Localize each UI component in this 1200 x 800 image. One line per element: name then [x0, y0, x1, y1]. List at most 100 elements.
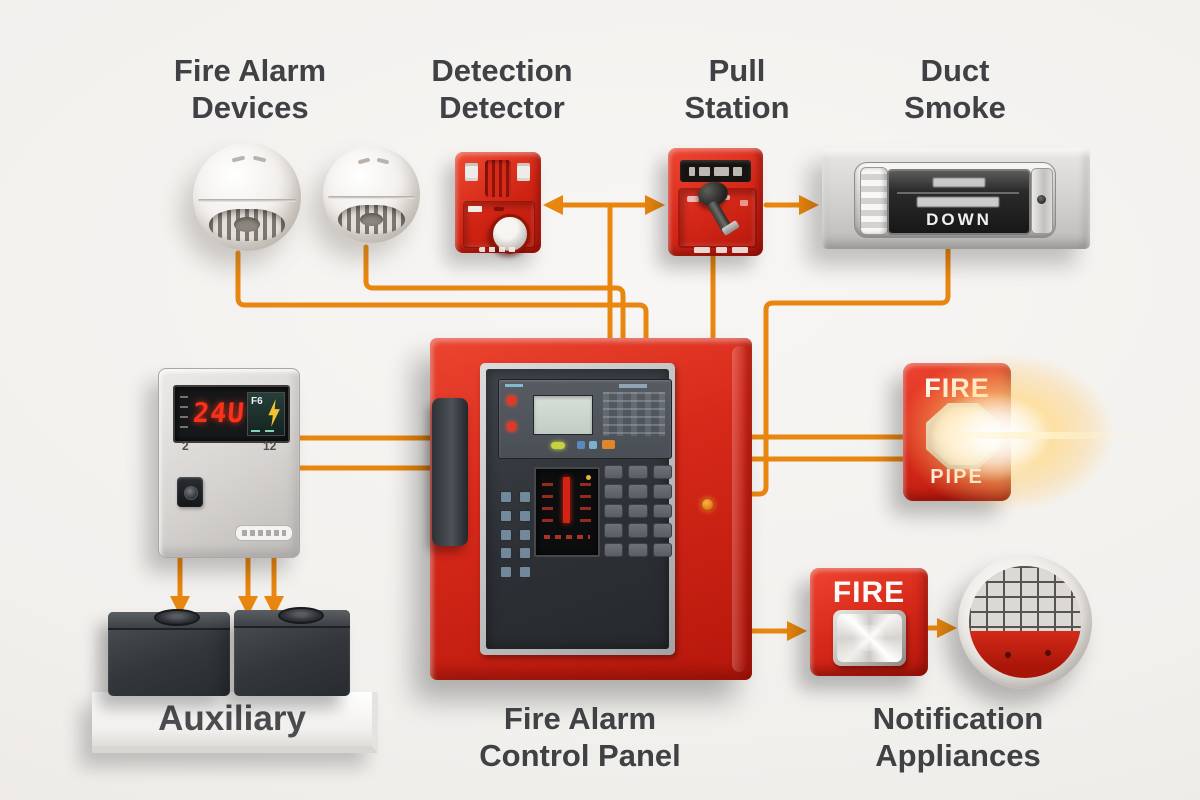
pull-station-device: [668, 148, 763, 256]
duct-end-cap: [1031, 168, 1053, 234]
smoke-detector-1: [193, 143, 301, 251]
band-glyph: [689, 167, 695, 176]
psu-voltage-readout: 24U: [191, 398, 247, 429]
wall-strobe-lens-frame: [833, 610, 906, 666]
band-glyph: [714, 167, 729, 176]
arrow-into-battery3-icon: [264, 596, 284, 616]
module-header-bar: [505, 384, 523, 387]
panel-top-module: [498, 379, 672, 459]
beacon-inner-disk: [969, 566, 1081, 678]
strobe-lens: [930, 407, 996, 465]
band-glyph: [699, 167, 710, 176]
label-line: Detector: [439, 90, 565, 125]
display-red-bar: [563, 477, 570, 523]
label-fire-alarm-devices: Fire Alarm Devices: [174, 52, 326, 126]
duct-text-blur: [933, 178, 985, 187]
wall-strobe: FIRE: [810, 568, 928, 676]
horn-strobe: FIRE PIPE: [903, 363, 1011, 501]
psu-display-ticks: [180, 396, 188, 432]
module-button: [577, 441, 585, 449]
arrow-into-duct-icon: [799, 195, 819, 215]
lightning-bolt-icon: [268, 399, 280, 427]
power-led-icon: [551, 442, 565, 449]
horn-fire-text: FIRE: [924, 373, 990, 403]
wall-strobe-lens: [837, 614, 902, 662]
beacon-grille: [969, 566, 1081, 631]
label-duct-smoke: Duct Smoke: [904, 52, 1006, 126]
label-line: Appliances: [875, 738, 1041, 773]
arrow-into-heat-icon: [543, 195, 563, 215]
heat-label-left: [465, 163, 478, 181]
panel-keypad: [604, 465, 672, 557]
duct-smoke-detector: DOWN: [822, 148, 1090, 249]
label-line: Fire Alarm: [503, 701, 657, 736]
label-line: Notification: [872, 701, 1044, 736]
psu-lcd-text: F6: [251, 396, 263, 407]
horn-bottom-text: PIPE: [930, 466, 984, 488]
module-button: [602, 440, 615, 449]
alarm-led-icon: [507, 396, 516, 405]
psu-sub-label-left: 2: [182, 439, 189, 453]
psu-sub-label-right: 12: [263, 439, 277, 453]
label-line: Pull: [708, 53, 766, 88]
panel-face: [486, 369, 672, 649]
label-line: Detection: [431, 53, 573, 88]
shelf-label: Auxiliary: [158, 699, 306, 738]
label-line: Duct: [920, 53, 990, 88]
heat-vents: [485, 160, 511, 197]
heat-bottom-strip: [479, 247, 517, 252]
detector-vent: [357, 157, 370, 164]
heat-inner-panel: [463, 201, 535, 254]
power-supply-panel: 24U F6 2 12: [158, 368, 300, 558]
heat-dash: [494, 207, 504, 211]
duct-window-glass: DOWN: [887, 169, 1031, 235]
psu-display: 24U F6: [173, 385, 290, 443]
arrow-into-pull-icon: [645, 195, 665, 215]
arrow-into-battery2-icon: [238, 596, 258, 616]
label-line: Control Panel: [479, 738, 681, 773]
beacon-screw: [1045, 650, 1051, 656]
wire-duct-to-panel: [734, 245, 951, 497]
label-line: Fire Alarm: [173, 53, 327, 88]
psu-keyswitch: [177, 477, 203, 507]
label-line: Smoke: [904, 90, 1006, 125]
beacon-red-band: [969, 630, 1081, 678]
label-fire-alarm-control-panel: Fire Alarm Control Panel: [479, 700, 681, 774]
panel-bezel: [480, 363, 675, 655]
label-pull-station: Pull Station: [684, 52, 789, 126]
psu-mini-lcd: F6: [247, 392, 285, 436]
wire-smoke1-to-panel: [235, 250, 649, 348]
panel-status-display: [534, 467, 600, 557]
zone-led-buttons: [500, 491, 532, 579]
detector-vent: [253, 155, 267, 163]
band-glyph: [733, 167, 742, 176]
display-yellow-led: [586, 475, 591, 480]
label-line: Station: [684, 90, 790, 125]
wire-paths: [177, 202, 951, 634]
module-header-bar: [619, 384, 647, 388]
duct-window-text: DOWN: [926, 210, 992, 229]
door-indicator-led: [701, 498, 714, 511]
alarm-bell-beacon: [958, 555, 1092, 689]
pull-mark: [740, 200, 748, 206]
duct-sampling-tube: [860, 167, 888, 235]
arrow-into-battery1-icon: [170, 596, 190, 616]
battery-1: [108, 609, 230, 696]
panel-door-handle: [432, 398, 468, 546]
wall-strobe-fire-text: FIRE: [832, 576, 906, 609]
label-detection-detector: Detection Detector: [431, 52, 572, 126]
label-line: Devices: [191, 90, 309, 125]
wire-arrows: [170, 195, 957, 641]
pull-title-band: [680, 160, 751, 182]
arrow-into-strobe-icon: [787, 621, 807, 641]
label-notification-appliances: Notification Appliances: [873, 700, 1044, 774]
heat-label-right: [517, 163, 530, 181]
pull-mark: [687, 196, 699, 202]
psu-lcd-dashes: [251, 430, 260, 432]
detector-vent: [231, 155, 246, 163]
detector-vent: [377, 157, 390, 164]
heat-tag: [468, 206, 482, 212]
module-button: [589, 441, 597, 449]
